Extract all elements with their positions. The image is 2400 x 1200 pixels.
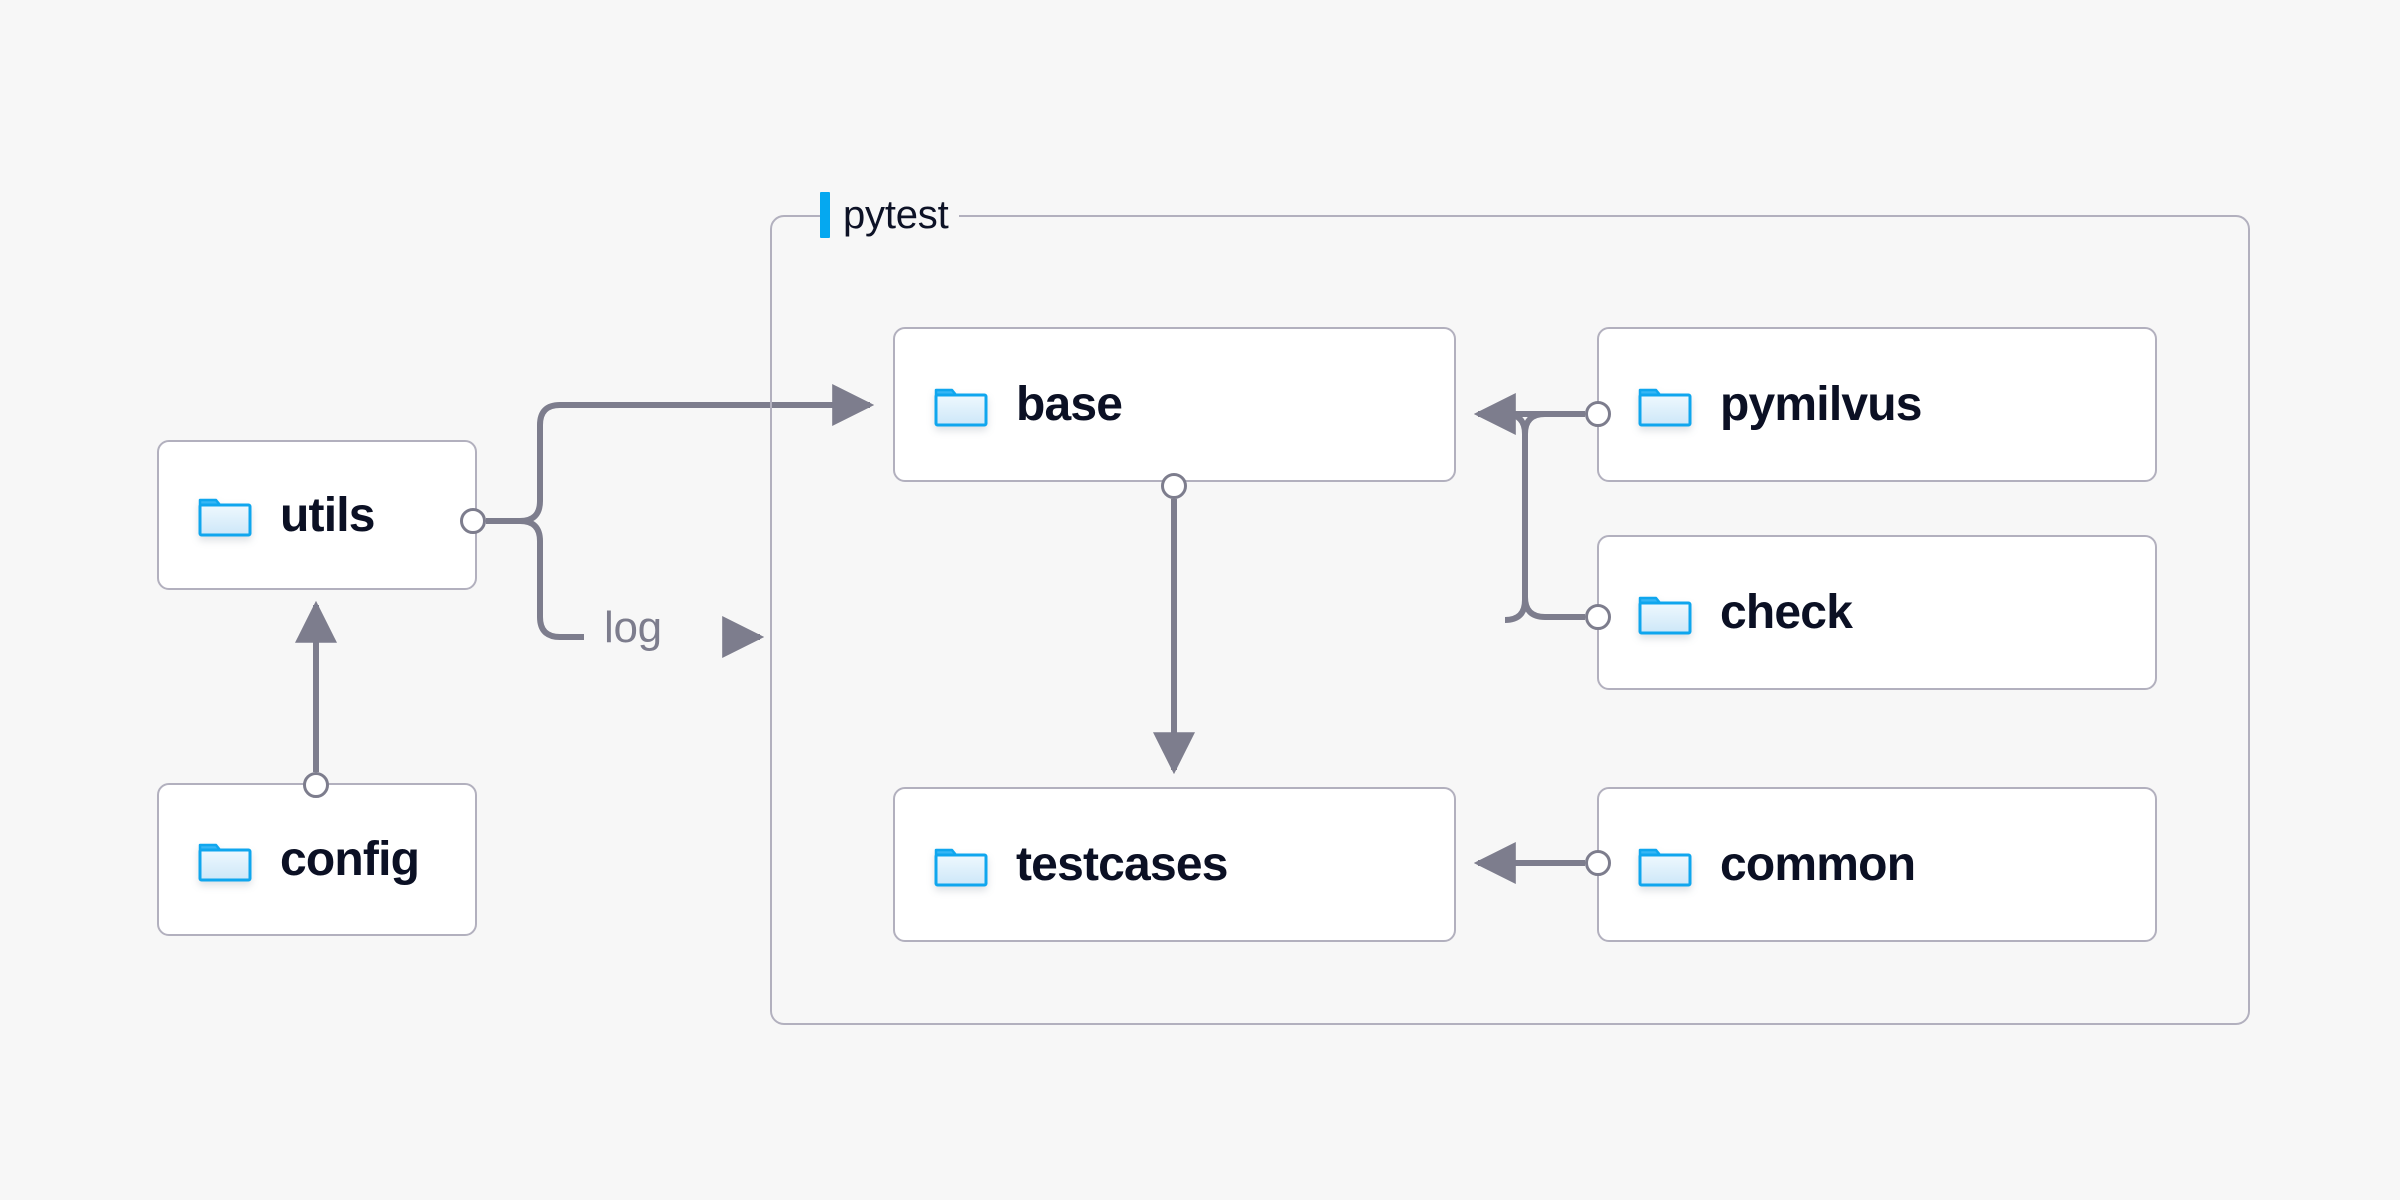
- group-title: pytest: [843, 192, 949, 237]
- folder-icon: [197, 836, 253, 884]
- node-label: config: [280, 833, 420, 886]
- node-base[interactable]: base: [893, 327, 1456, 482]
- folder-icon: [1637, 841, 1693, 889]
- folder-icon: [933, 841, 989, 889]
- edge-label-log: log: [604, 603, 662, 652]
- node-utils[interactable]: utils: [157, 440, 477, 590]
- node-label: testcases: [1016, 838, 1228, 891]
- node-label: check: [1720, 586, 1853, 639]
- folder-icon: [1637, 589, 1693, 637]
- node-check[interactable]: check: [1597, 535, 2157, 690]
- edge-utils-to-log: [486, 518, 584, 640]
- folder-icon: [1637, 381, 1693, 429]
- node-config[interactable]: config: [157, 783, 477, 936]
- folder-icon: [197, 491, 253, 539]
- node-label: utils: [280, 488, 375, 542]
- port-utils-right[interactable]: [460, 508, 486, 534]
- group-label-pytest[interactable]: pytest: [820, 187, 959, 243]
- folder-icon: [933, 381, 989, 429]
- node-label: common: [1720, 838, 1916, 891]
- node-common[interactable]: common: [1597, 787, 2157, 942]
- port-common-left[interactable]: [1585, 850, 1611, 876]
- group-container-pytest[interactable]: [770, 215, 2250, 1025]
- node-pymilvus[interactable]: pymilvus: [1597, 327, 2157, 482]
- accent-bar-icon: [820, 192, 830, 238]
- port-config-top[interactable]: [303, 772, 329, 798]
- node-testcases[interactable]: testcases: [893, 787, 1456, 942]
- port-base-bottom[interactable]: [1161, 473, 1187, 499]
- port-check-left[interactable]: [1585, 604, 1611, 630]
- port-pymilvus-left[interactable]: [1585, 401, 1611, 427]
- node-label: base: [1016, 378, 1123, 431]
- node-label: pymilvus: [1720, 378, 1922, 431]
